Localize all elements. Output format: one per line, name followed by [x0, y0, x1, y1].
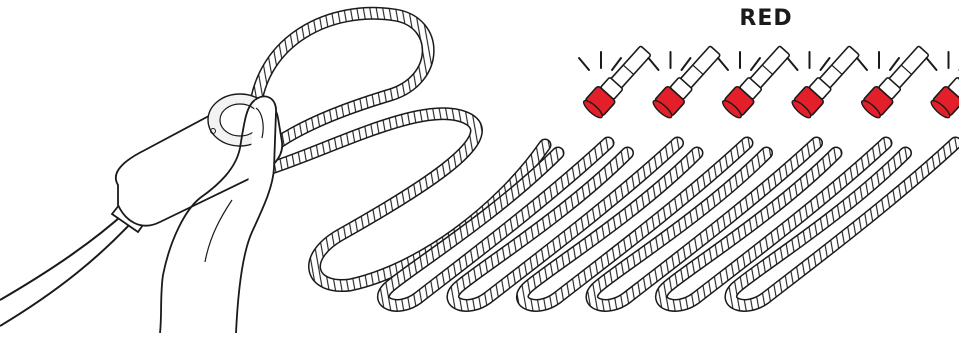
- led-color-label: RED: [726, 6, 806, 31]
- power-cable: [0, 204, 145, 326]
- led-connector-icon: [651, 42, 724, 120]
- light-burst-icon: [649, 52, 691, 70]
- led-connector-icon: [929, 42, 959, 120]
- led-strand-group: [383, 42, 959, 305]
- light-burst-icon: [788, 52, 830, 70]
- light-burst-icon: [718, 52, 760, 70]
- led-connector-icon: [859, 42, 932, 120]
- led-connector-icon: [790, 42, 863, 120]
- light-burst-icon: [579, 52, 621, 70]
- led-connector-icon: [581, 42, 654, 120]
- light-burst-icon: [927, 52, 959, 70]
- led-connector-icon: [720, 42, 793, 120]
- light-burst-icon: [857, 52, 899, 70]
- braided-cable-icon: [255, 13, 545, 285]
